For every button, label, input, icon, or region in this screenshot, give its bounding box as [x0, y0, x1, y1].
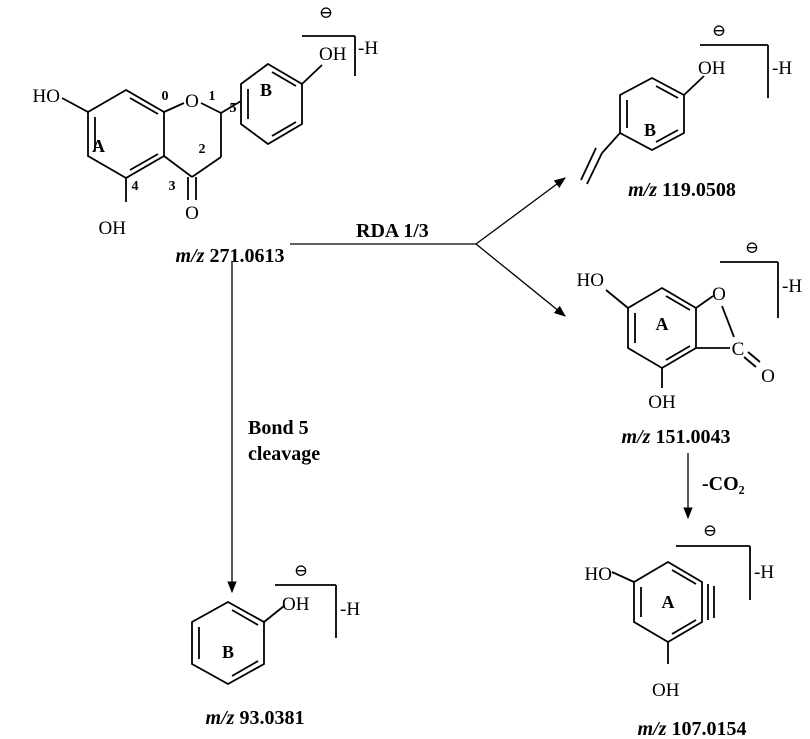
- minus-h-label: -H: [754, 562, 774, 583]
- rda-arrow-lower: [475, 243, 566, 317]
- charge-icon: ⊖: [745, 238, 759, 257]
- ring-b-label: B: [222, 642, 234, 662]
- rda-label: RDA 1/3: [356, 220, 429, 242]
- minus-h-label: -H: [772, 58, 792, 79]
- oh-a5-label: OH: [99, 218, 127, 239]
- position-1: 1: [209, 89, 216, 104]
- position-0: 0: [162, 89, 169, 104]
- charge-bracket: ⊖ -H: [676, 521, 774, 600]
- position-5: 5: [230, 101, 237, 116]
- ring-a-label: A: [662, 592, 675, 612]
- minus-h-label: -H: [782, 276, 802, 297]
- position-4: 4: [132, 179, 139, 194]
- charge-bracket: ⊖ -H: [275, 561, 360, 638]
- oh-label: OH: [698, 58, 726, 79]
- carbonyl-oxygen-label: O: [185, 203, 199, 224]
- oh-b-label: OH: [319, 44, 347, 65]
- fragment-107: HO OH A ⊖ -H m/z 107.0154: [585, 521, 775, 739]
- carbonyl-oxygen-label: O: [761, 366, 775, 387]
- bond5-label-line2: cleavage: [248, 443, 320, 465]
- oh-label: OH: [282, 594, 310, 615]
- ring-b-label: B: [260, 80, 272, 100]
- mass-label: m/z 151.0043: [622, 426, 731, 448]
- charge-icon: ⊖: [319, 3, 333, 22]
- fragment-151: HO OH O C O A ⊖ -H m/z 151.0043: [577, 238, 803, 448]
- fragment-119: OH B ⊖ -H m/z 119.0508: [580, 21, 792, 201]
- charge-bracket: ⊖ -H: [720, 238, 802, 318]
- oh-label: OH: [648, 392, 676, 413]
- parent-molecule: HO OH OH O O A B 0 1 2 3 4 5 ⊖ -H m/z 27…: [33, 3, 379, 267]
- ring-oxygen-label: O: [712, 284, 726, 305]
- oh-label: OH: [652, 680, 680, 701]
- ring-oxygen-label: O: [185, 91, 199, 112]
- charge-bracket: ⊖ -H: [700, 21, 792, 98]
- parent-mass-label: m/z 271.0613: [176, 245, 285, 267]
- ring-a-label: A: [656, 314, 669, 334]
- mass-label: m/z 119.0508: [628, 179, 736, 201]
- mass-label: m/z 107.0154: [638, 718, 747, 739]
- charge-icon: ⊖: [703, 521, 717, 540]
- ho-a7-label: HO: [33, 86, 60, 107]
- ring-b-bonds: [240, 62, 303, 146]
- ring-a-bonds: [87, 88, 165, 180]
- minus-h-label: -H: [340, 599, 360, 620]
- carbon-label: C: [732, 339, 745, 360]
- mass-label: m/z 93.0381: [206, 707, 305, 729]
- co2-loss-label: -CO₂: [702, 473, 745, 495]
- rda-arrow-upper: [475, 177, 566, 245]
- bond5-label-line1: Bond 5: [248, 417, 309, 439]
- ho-label: HO: [585, 564, 612, 585]
- minus-h-label: -H: [358, 38, 378, 59]
- position-3: 3: [169, 179, 176, 194]
- ring-b-label: B: [644, 120, 656, 140]
- ho-label: HO: [577, 270, 604, 291]
- position-2: 2: [199, 142, 206, 157]
- charge-icon: ⊖: [712, 21, 726, 40]
- ring-a-label: A: [92, 136, 105, 156]
- charge-icon: ⊖: [294, 561, 308, 580]
- fragment-93: OH B ⊖ -H m/z 93.0381: [191, 561, 360, 729]
- parent-charge-bracket: ⊖ -H: [302, 3, 378, 76]
